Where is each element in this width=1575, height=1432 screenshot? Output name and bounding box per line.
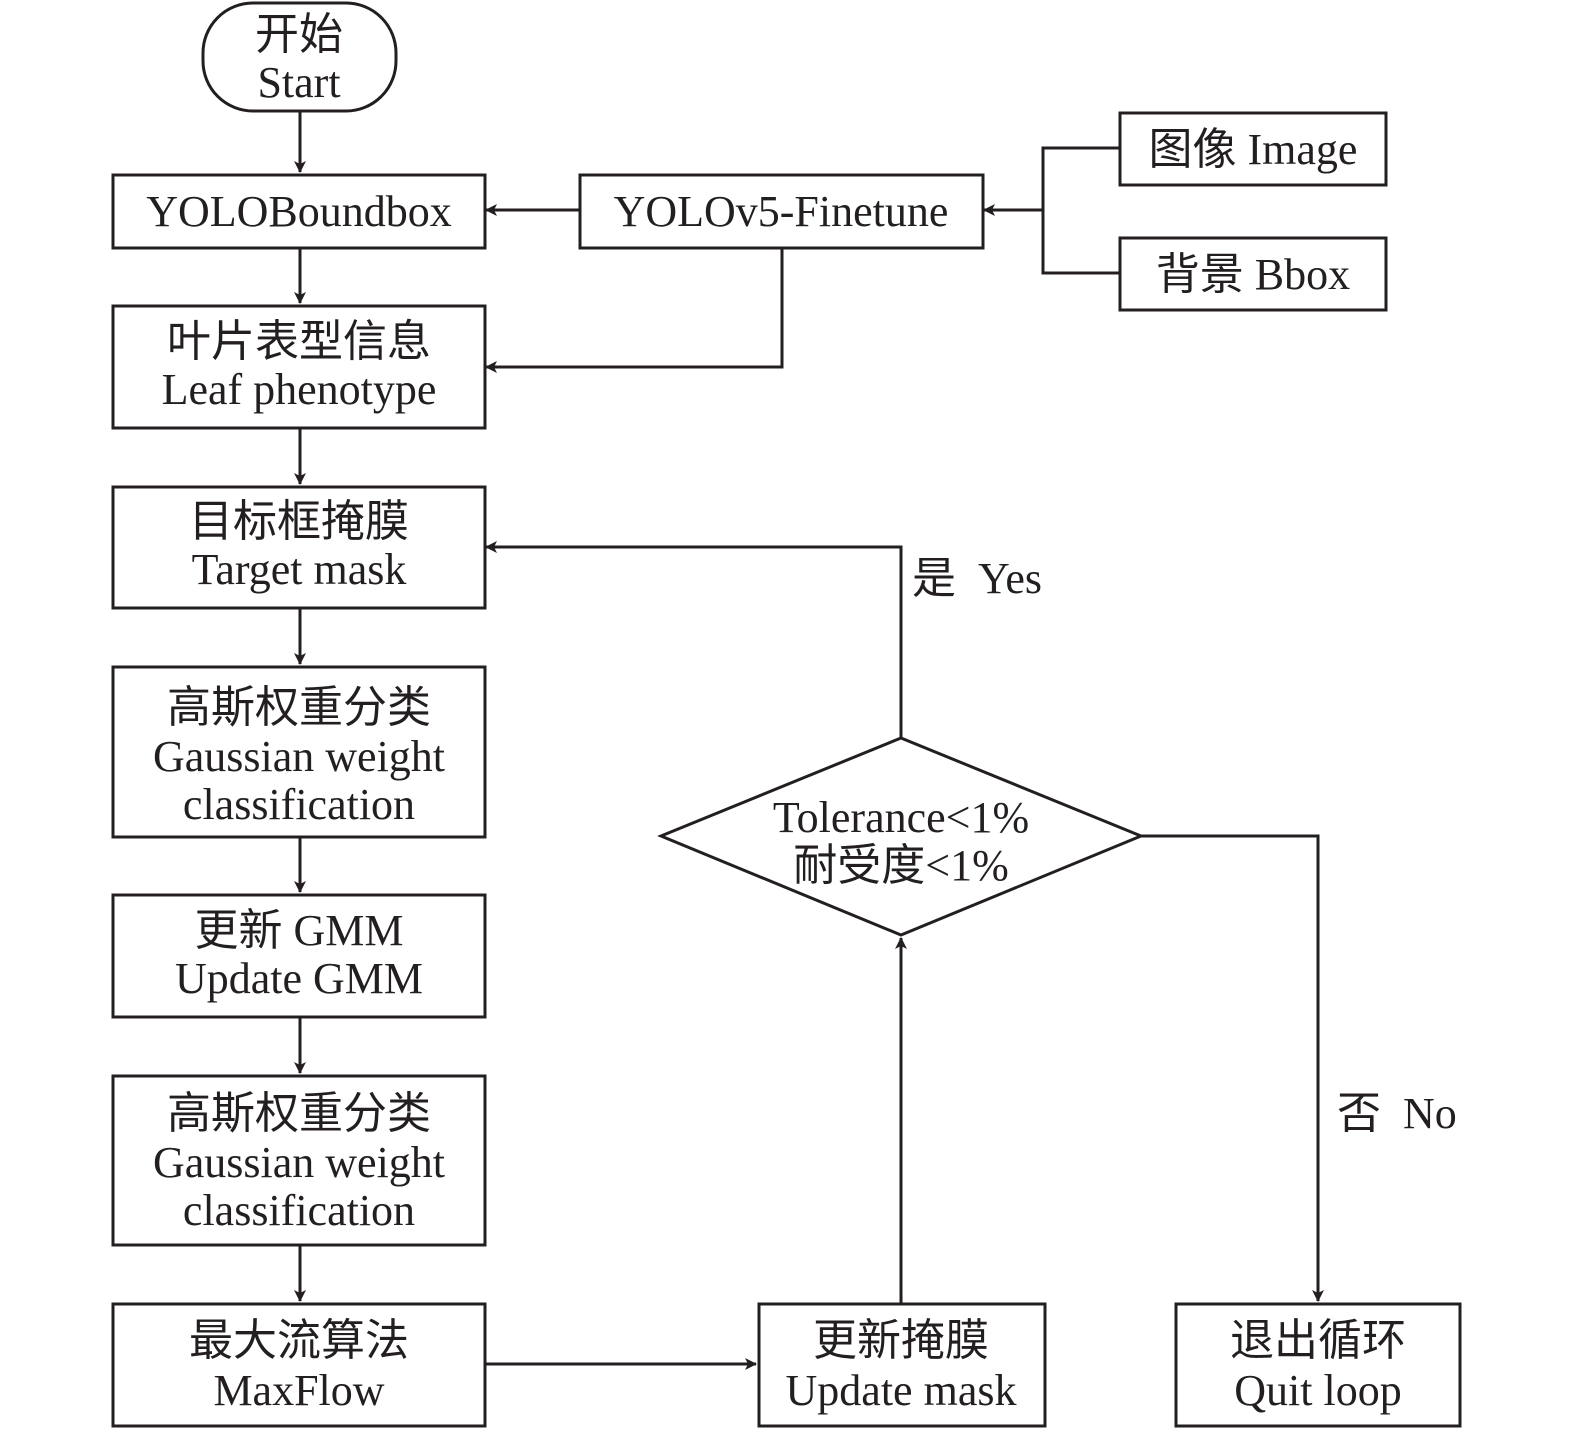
update-gmm-node: 更新 GMM Update GMM <box>111 893 487 1019</box>
maxflow-node: 最大流算法 MaxFlow <box>111 1302 487 1428</box>
gaussian-1-label-en1: Gaussian weight <box>153 732 445 781</box>
edge-decision-no <box>1141 834 1324 1302</box>
target-mask-label-en: Target mask <box>192 545 407 594</box>
no-edge-label: 否 No <box>1337 1089 1457 1138</box>
edge-decision-yes <box>485 541 903 738</box>
yolo-finetune-node: YOLOv5-Finetune <box>578 173 985 250</box>
edge-inputs-bracket <box>1041 146 1120 275</box>
gaussian-2-label-zh: 高斯权重分类 <box>167 1089 431 1138</box>
yolo-boundbox-label: YOLOBoundbox <box>146 187 452 236</box>
image-input-label: 图像 Image <box>1149 125 1358 174</box>
quit-loop-label-en: Quit loop <box>1234 1366 1401 1415</box>
gaussian-1-label-en2: classification <box>183 780 415 829</box>
gaussian-classification-node-1: 高斯权重分类 Gaussian weight classification <box>111 665 487 839</box>
start-label-zh: 开始 <box>255 10 343 59</box>
gaussian-2-label-en2: classification <box>183 1186 415 1235</box>
maxflow-label-en: MaxFlow <box>213 1366 384 1415</box>
bbox-input-node: 背景 Bbox <box>1118 236 1388 312</box>
start-node: 开始 Start <box>201 1 398 113</box>
bbox-input-label: 背景 Bbox <box>1156 250 1350 299</box>
update-gmm-label-en: Update GMM <box>175 954 423 1003</box>
yolo-finetune-label: YOLOv5-Finetune <box>614 187 949 236</box>
leaf-phenotype-node: 叶片表型信息 Leaf phenotype <box>111 304 487 430</box>
quit-loop-node: 退出循环 Quit loop <box>1174 1302 1462 1428</box>
yolo-boundbox-node: YOLOBoundbox <box>111 173 487 250</box>
start-label-en: Start <box>257 58 340 107</box>
tolerance-decision-node: Tolerance<1% 耐受度<1% <box>657 736 1145 937</box>
image-input-node: 图像 Image <box>1118 111 1388 187</box>
gaussian-2-label-en1: Gaussian weight <box>153 1138 445 1187</box>
gaussian-1-label-zh: 高斯权重分类 <box>167 683 431 732</box>
update-mask-label-zh: 更新掩膜 <box>813 1316 989 1365</box>
maxflow-label-zh: 最大流算法 <box>189 1316 409 1365</box>
edge-finetune-to-leaf <box>485 248 784 373</box>
update-gmm-label-zh: 更新 GMM <box>194 906 403 955</box>
quit-loop-label-zh: 退出循环 <box>1230 1316 1406 1365</box>
decision-label-zh: 耐受度<1% <box>793 841 1008 890</box>
leaf-phenotype-label-zh: 叶片表型信息 <box>167 317 431 366</box>
update-mask-node: 更新掩膜 Update mask <box>757 1302 1047 1428</box>
target-mask-label-zh: 目标框掩膜 <box>189 497 409 546</box>
leaf-phenotype-label-en: Leaf phenotype <box>162 365 437 414</box>
update-mask-label-en: Update mask <box>786 1366 1017 1415</box>
yes-edge-label: 是 Yes <box>912 554 1042 603</box>
target-mask-node: 目标框掩膜 Target mask <box>111 485 487 610</box>
decision-label-en: Tolerance<1% <box>773 793 1029 842</box>
edges <box>294 112 1324 1370</box>
gaussian-classification-node-2: 高斯权重分类 Gaussian weight classification <box>111 1074 487 1247</box>
